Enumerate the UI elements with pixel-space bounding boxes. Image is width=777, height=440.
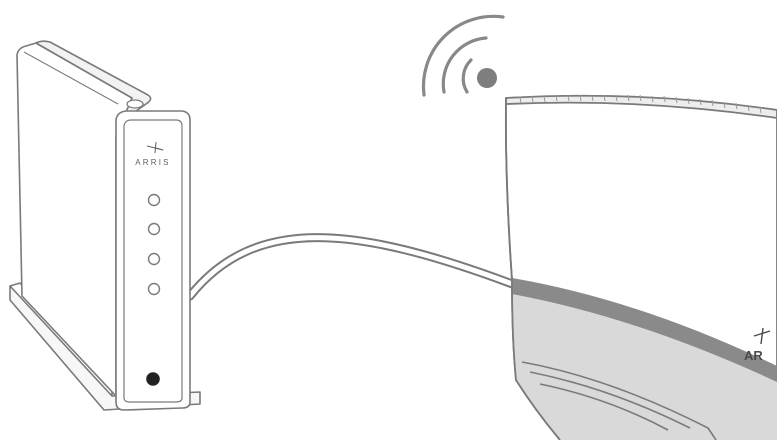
power-button-icon[interactable] [147,373,159,385]
wifi-signal-icon [423,16,503,95]
wifi-router: AR [506,95,777,440]
cable-modem: ARRIS [10,41,200,410]
router-brand-text: AR [744,348,763,363]
status-light-2 [149,224,160,235]
modem-side-panel [17,43,132,396]
modem-brand-text: ARRIS [135,158,170,167]
status-light-3 [149,254,160,265]
status-light-1 [149,195,160,206]
modem-top-vent [127,100,143,108]
status-light-4 [149,284,160,295]
ethernet-cable [190,238,515,296]
